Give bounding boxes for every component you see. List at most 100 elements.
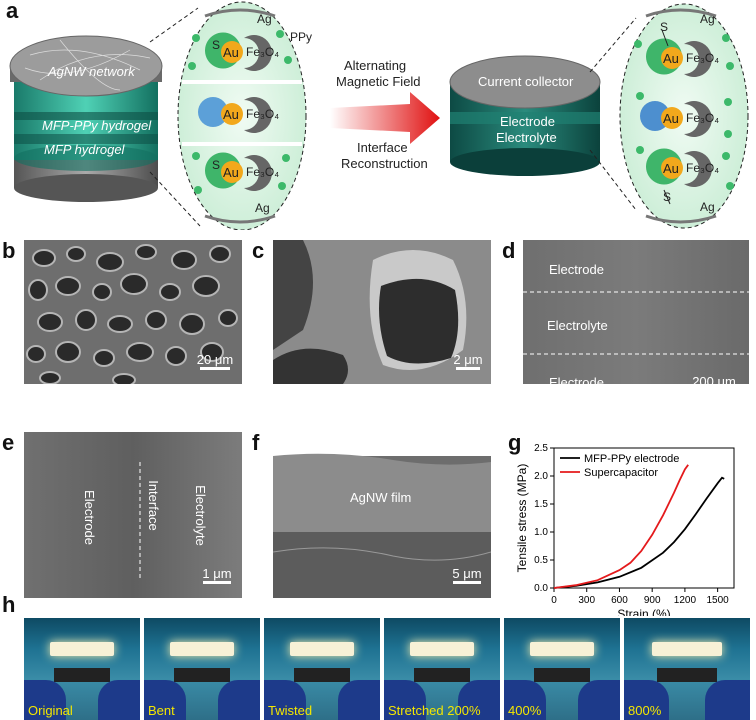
sample-strip [656,668,718,682]
led-strip [49,642,115,656]
photo-caption-1: Bent [148,703,175,718]
panel-letter-b: b [2,238,16,263]
glove-left [24,680,66,720]
e-interface: Interface [145,480,161,531]
electrolyte-label: Electrolyte [496,130,557,145]
series-line-0 [553,476,725,589]
right-cylinder [449,55,601,176]
scale-text-c: 2 μm [453,352,483,367]
panel-letter-h: h [2,592,16,617]
arrow-top-line1: Alternating [344,58,407,73]
process-arrow [330,92,440,144]
glove-right [578,680,620,720]
photo-caption-4: 400% [508,703,542,718]
glove-right [704,680,750,720]
led-strip [651,642,723,656]
photo-2: Twisted [264,618,380,720]
series-line-1 [553,464,689,589]
legend-label-1: Supercapacitor [584,467,658,479]
d-electrode-top: Electrode [549,262,604,277]
photo-5: 800% [624,618,750,720]
x-tick-label-2: 600 [611,595,628,606]
sample-strip [294,668,350,682]
x-axis-label: Strain (%) [617,607,670,616]
glove-right [458,680,500,720]
sample-strip [414,668,470,682]
legend-label-0: MFP-PPy electrode [584,453,679,465]
glove-left [144,680,186,720]
e-electrolyte: Electrolyte [192,485,208,546]
right-zoom-ag-top: Ag [700,12,715,26]
right-zoom-ellipse [619,3,749,229]
e-electrode: Electrode [81,490,97,545]
glove-right [98,680,140,720]
photo-caption-3: Stretched 200% [388,703,481,718]
left-cylinder [9,35,163,202]
right-zoom-au-1: Au [663,51,679,66]
photo-caption-0: Original [28,703,73,718]
right-zoom-fe-2: Fe₃O₄ [686,111,720,125]
sem-image-d [523,240,749,384]
scale-bar-e: 1 μm [194,566,240,584]
glove-right [218,680,260,720]
sample-strip [534,668,590,682]
photo-0: Original [24,618,140,720]
panel-letter-a: a [6,0,19,23]
left-zoom-au-3: Au [223,165,239,180]
left-zoom-ag-bottom: Ag [255,201,270,215]
y-tick-label-0: 0.0 [534,583,548,594]
d-electrolyte: Electrolyte [547,318,608,333]
panel-a-diagram [9,1,749,230]
arrow-bottom-line1: Interface [357,140,408,155]
sem-image-f [273,432,491,598]
left-zoom-fe-1: Fe₃O₄ [246,45,280,59]
d-electrode-bottom: Electrode [549,375,604,390]
scale-text-b: 20 μm [196,352,234,367]
right-zoom-fe-1: Fe₃O₄ [686,51,720,65]
photo-4: 400% [504,618,620,720]
scale-bar-b: 20 μm [190,352,240,370]
right-zoom-s-bottom: S [663,190,672,204]
arrow-bottom-line2: Reconstruction [341,156,428,171]
scale-text-f: 5 μm [452,566,482,581]
right-zoom-ag-bottom: Ag [700,200,715,214]
sem-image-e [24,432,242,598]
sem-image-c [273,240,491,384]
x-tick-label-1: 300 [578,595,595,606]
right-zoom-fe-3: Fe₃O₄ [686,161,720,175]
y-tick-label-1: 0.5 [534,555,548,566]
sample-strip [54,668,110,682]
left-zoom-au-2: Au [223,107,239,122]
arrow-top-line2: Magnetic Field [336,74,421,89]
scale-text-d: 200 μm [692,374,736,389]
right-zoom-s-top: S [660,20,669,34]
left-zoom-ag-top: Ag [257,12,272,26]
left-zoom-s-1: S [212,38,221,52]
x-tick-label-3: 900 [644,595,661,606]
glove-left [624,680,670,720]
glove-left [384,680,426,720]
scale-bar-f: 5 μm [444,566,490,584]
panel-letter-f: f [252,430,260,455]
sem-image-b [24,240,242,384]
y-tick-label-4: 2.0 [534,471,548,482]
panel-letter-g: g [508,430,522,455]
y-axis-label: Tensile stress (MPa) [516,464,529,573]
right-zoom-au-3: Au [663,161,679,176]
glove-right [338,680,380,720]
mfp-hydrogel-label: MFP hydrogel [44,142,125,157]
photo-caption-5: 800% [628,703,662,718]
x-tick-label-4: 1200 [674,595,697,606]
led-strip [529,642,595,656]
agnw-network-label: AgNW network [48,64,135,79]
electrode-label: Electrode [500,114,555,129]
panel-letter-c: c [252,238,265,263]
photo-1: Bent [144,618,260,720]
mfp-ppy-label: MFP-PPy hydrogel [42,118,152,133]
sample-strip [174,668,230,682]
scale-text-e: 1 μm [202,566,232,581]
left-zoom-fe-3: Fe₃O₄ [246,165,280,179]
scale-bar-d: 200 μm [682,374,746,392]
glove-left [504,680,546,720]
